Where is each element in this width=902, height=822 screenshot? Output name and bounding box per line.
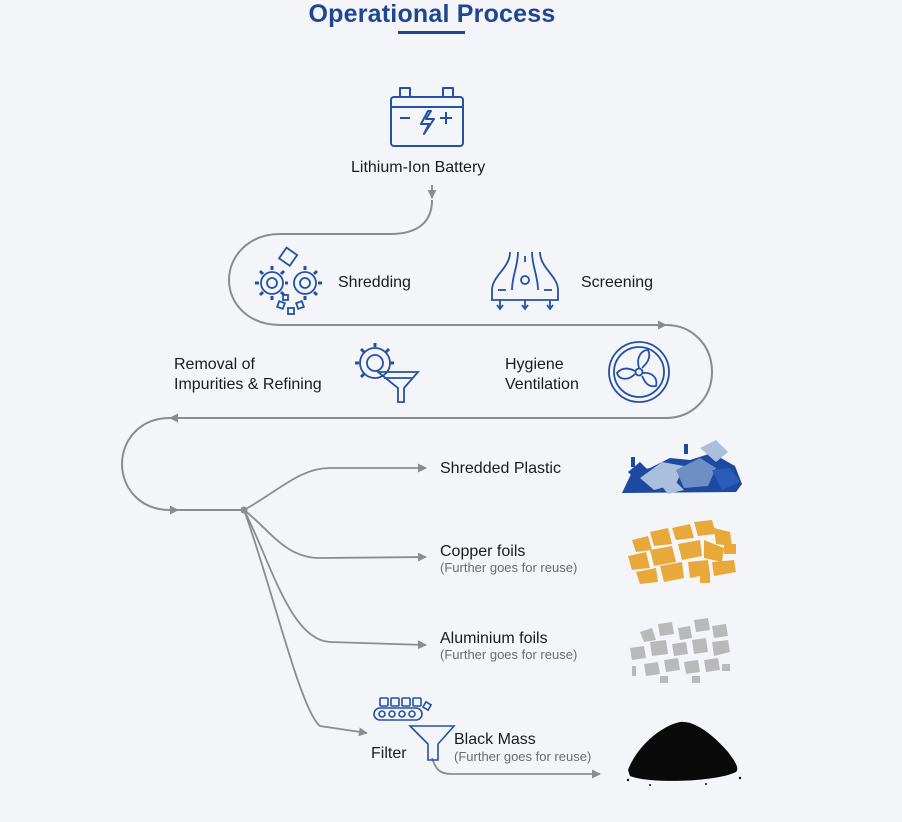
screening-icon bbox=[491, 251, 559, 311]
battery-icon bbox=[390, 87, 464, 147]
screening-label: Screening bbox=[581, 274, 654, 291]
page-title: Operational Process bbox=[308, 0, 556, 28]
battery-label: Lithium-Ion Battery bbox=[351, 159, 486, 176]
title-underline bbox=[398, 31, 465, 34]
black-mass-image bbox=[626, 721, 742, 786]
output-copper-label: Copper foils bbox=[440, 543, 526, 560]
output-black-mass-note: (Further goes for reuse) bbox=[454, 749, 592, 764]
copper-foils-image bbox=[628, 520, 736, 584]
ventilation-icon bbox=[608, 341, 670, 403]
filter-label: Filter bbox=[371, 745, 407, 762]
output-aluminium-note: (Further goes for reuse) bbox=[440, 647, 578, 662]
aluminium-foils-image bbox=[630, 618, 730, 683]
output-black-mass-label: Black Mass bbox=[454, 731, 536, 748]
branch-copper bbox=[243, 509, 427, 562]
branch-filter bbox=[243, 509, 368, 737]
branch-plastic bbox=[243, 463, 427, 511]
hygiene-label-line1: Hygiene bbox=[505, 356, 564, 373]
output-aluminium-label: Aluminium foils bbox=[440, 630, 548, 647]
branch-arrows bbox=[240, 463, 601, 779]
output-plastic-label: Shredded Plastic bbox=[440, 460, 561, 477]
shredding-icon bbox=[255, 246, 322, 315]
removal-label-line1: Removal of bbox=[174, 356, 255, 373]
main-flow-line bbox=[120, 185, 714, 515]
removal-label-line2: Impurities & Refining bbox=[174, 376, 322, 393]
filter-icon bbox=[373, 697, 456, 761]
output-copper-note: (Further goes for reuse) bbox=[440, 560, 578, 575]
branch-black-mass bbox=[431, 757, 601, 779]
branch-aluminium bbox=[243, 509, 427, 650]
refining-icon bbox=[355, 343, 420, 403]
hygiene-label-line2: Ventilation bbox=[505, 376, 579, 393]
shredded-plastic-image bbox=[622, 440, 742, 494]
shredding-label: Shredding bbox=[338, 274, 411, 291]
